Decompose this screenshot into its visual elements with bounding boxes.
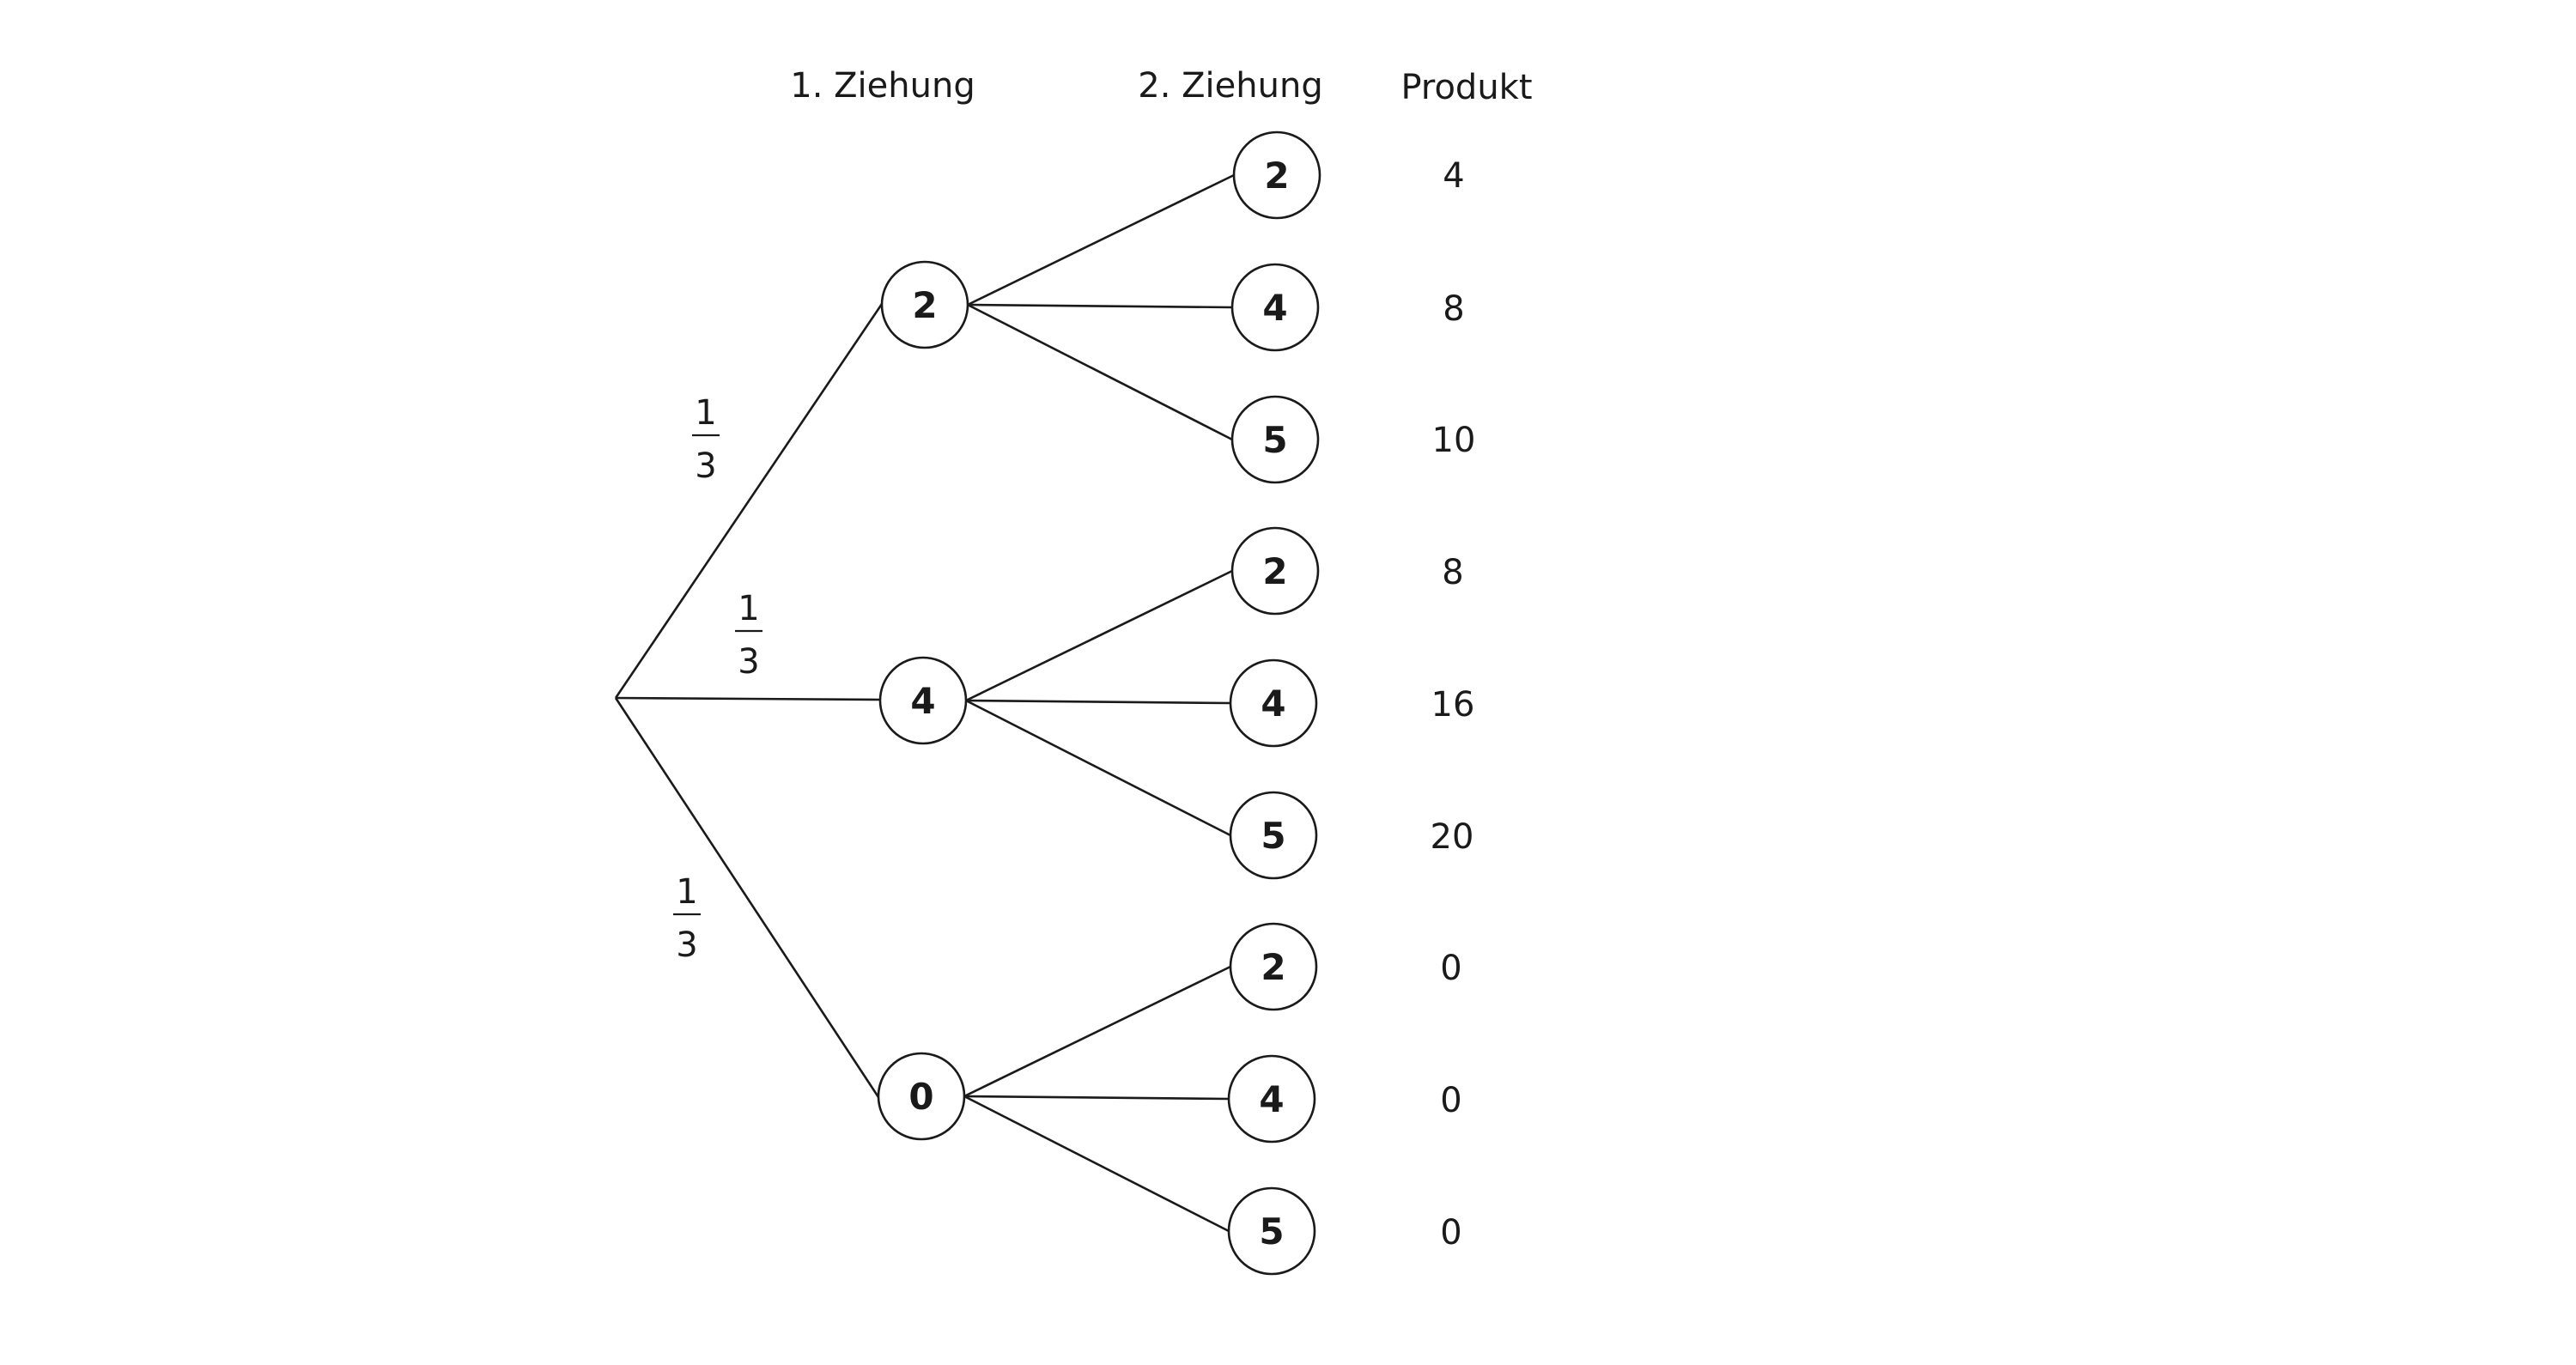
second-level-edges: [963, 173, 1235, 1233]
product-2-3: 20: [1431, 817, 1474, 857]
product-2-1: 8: [1442, 553, 1463, 592]
product-3-3: 0: [1440, 1213, 1461, 1253]
header-second-draw: 2. Ziehung: [1138, 66, 1322, 106]
product-1-3: 10: [1432, 421, 1476, 460]
probability-1-denominator: 3: [695, 446, 716, 486]
second-level-node-1-2-label: 4: [1262, 287, 1287, 329]
first-level-node-1-label: 2: [912, 284, 937, 326]
second-level-node-3-1: 2: [1229, 922, 1318, 1011]
second-level-node-3-3: 5: [1227, 1186, 1316, 1276]
probability-3-denominator: 3: [676, 925, 697, 965]
edge-root-to-first-2: [615, 696, 881, 701]
second-level-node-3-1-label: 2: [1261, 946, 1285, 988]
edge-first-1-to-second-2: [967, 303, 1233, 309]
product-column: 4 8 10 8 16 20 0 0 0: [1431, 156, 1476, 1253]
product-3-1: 0: [1440, 949, 1461, 988]
probability-1-numerator: 1: [695, 393, 716, 433]
edge-first-3-to-second-3: [963, 1095, 1230, 1233]
edge-first-1-to-second-3: [967, 303, 1233, 441]
product-1-2: 8: [1443, 289, 1464, 329]
second-level-node-2-2-label: 4: [1261, 682, 1285, 725]
first-level-node-3-label: 0: [908, 1076, 933, 1118]
edge-first-3-to-second-1: [963, 965, 1231, 1098]
probability-2-denominator: 3: [738, 642, 759, 682]
edge-first-2-to-second-3: [965, 699, 1231, 837]
second-level-node-1-3: 5: [1230, 395, 1320, 484]
edge-first-2-to-second-1: [965, 569, 1233, 702]
edge-first-1-to-second-1: [967, 173, 1235, 306]
first-level-node-3: 0: [877, 1052, 966, 1141]
second-level-node-2-3-label: 5: [1261, 815, 1285, 857]
second-level-node-3-2: 4: [1227, 1054, 1316, 1144]
probability-fraction-2: 1 3: [735, 589, 762, 682]
second-level-node-2-1: 2: [1230, 526, 1320, 616]
second-level-node-3-2-label: 4: [1259, 1078, 1284, 1120]
second-level-node-2-1-label: 2: [1262, 550, 1287, 592]
edge-root-to-first-1: [614, 303, 884, 699]
first-level-node-1: 2: [880, 260, 969, 349]
second-level-node-1-1-label: 2: [1264, 155, 1289, 197]
probability-fraction-3: 1 3: [673, 872, 701, 965]
product-3-2: 0: [1440, 1081, 1461, 1120]
product-2-2: 16: [1431, 685, 1475, 725]
product-1-1: 4: [1443, 156, 1464, 196]
probability-3-numerator: 1: [676, 872, 697, 912]
first-level-node-2-label: 4: [910, 680, 935, 722]
header-product: Produkt: [1400, 68, 1532, 107]
edge-first-2-to-second-2: [965, 699, 1231, 705]
edge-first-3-to-second-2: [963, 1095, 1230, 1101]
second-level-node-1-2: 4: [1230, 263, 1320, 352]
second-level-node-2-2: 4: [1229, 658, 1318, 748]
second-level-node-1-3-label: 5: [1262, 419, 1287, 461]
header-first-draw: 1. Ziehung: [790, 66, 975, 106]
second-level-node-2-3: 5: [1229, 791, 1318, 880]
first-level-node-2: 4: [878, 656, 968, 745]
second-level-node-3-3-label: 5: [1259, 1210, 1284, 1253]
probability-fraction-1: 1 3: [692, 393, 720, 486]
first-level-edges: [614, 303, 884, 1098]
second-level-node-1-1: 2: [1232, 130, 1321, 220]
edge-root-to-first-3: [614, 697, 880, 1098]
probability-2-numerator: 1: [738, 589, 759, 628]
